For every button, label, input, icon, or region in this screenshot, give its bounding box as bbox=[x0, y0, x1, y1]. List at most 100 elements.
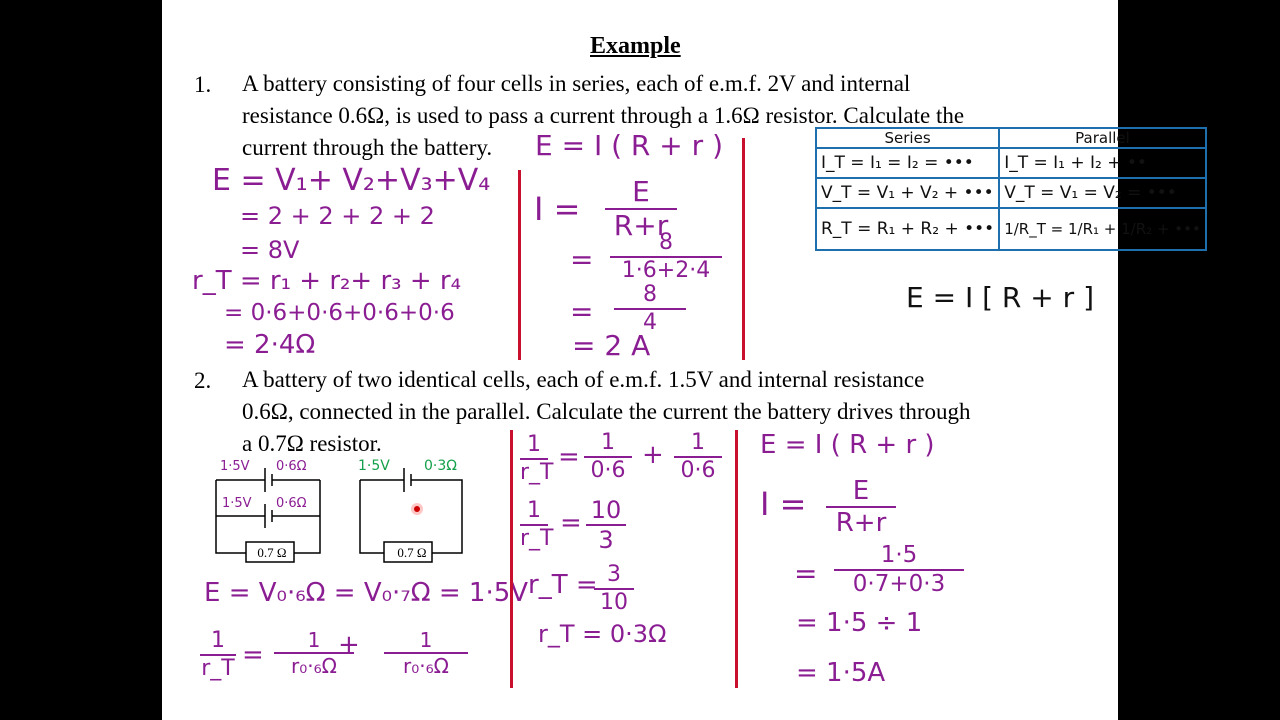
fraction-den: 3 bbox=[598, 526, 614, 554]
table-cell: I_T = I₁ + I₂ + •• bbox=[998, 147, 1207, 179]
question-2-line-2: 0.6Ω, connected in the parallel. Calcula… bbox=[242, 399, 971, 424]
q2-right-equals-1: = bbox=[794, 557, 818, 590]
fraction-bar bbox=[520, 458, 548, 460]
q1-formula: E = I ( R + r ) bbox=[535, 129, 723, 162]
q2-divider-left bbox=[510, 430, 513, 688]
fraction-num: 1·5 bbox=[880, 542, 918, 568]
q1-fraction-3: 8 4 bbox=[614, 284, 686, 334]
fraction-den: r_T bbox=[520, 526, 554, 551]
fraction-bar bbox=[610, 256, 722, 258]
circuit1-r2: 0·6Ω bbox=[276, 496, 307, 511]
fraction-num: 10 bbox=[590, 496, 622, 524]
q2-mid-rt-label: r_T = bbox=[528, 570, 598, 600]
fraction-den: 0·6 bbox=[590, 458, 626, 483]
q2-mid-fraction-4: 3 10 bbox=[594, 564, 634, 614]
q1-fraction-2: 8 1·6+2·4 bbox=[610, 232, 722, 282]
q2-mid-rt-result: r_T = 0·3Ω bbox=[538, 620, 667, 648]
fraction-bar bbox=[274, 652, 354, 654]
fraction-bar bbox=[614, 308, 686, 310]
q1-resistance-result: = 2·4Ω bbox=[224, 330, 316, 360]
question-1-line-2: resistance 0.6Ω, is used to pass a curre… bbox=[242, 103, 965, 128]
q1-resistance-sum: r_T = r₁ + r₂+ r₃ + r₄ bbox=[192, 266, 462, 296]
question-1-line-3: current through the battery. bbox=[242, 135, 493, 160]
fraction-bar bbox=[586, 524, 626, 526]
table-header-row: Series Parallel bbox=[814, 127, 1207, 149]
question-2-line-3: a 0.7Ω resistor. bbox=[242, 431, 382, 456]
table-cell: I_T = I₁ = I₂ = ••• bbox=[814, 147, 1001, 179]
q2-mid-fraction-3: 10 3 bbox=[586, 498, 626, 552]
table-cell: 1/R_T = 1/R₁ + 1/R₂ + ••• bbox=[998, 207, 1207, 251]
question-1-line-1: A battery consisting of four cells in se… bbox=[242, 71, 911, 96]
circuit2-load-label: 0.7 Ω bbox=[397, 545, 427, 560]
fraction-bar bbox=[594, 588, 634, 590]
circuit2-r: 0·3Ω bbox=[424, 458, 457, 474]
q2-right-result: = 1·5A bbox=[796, 658, 886, 688]
q2-mid-equals-1: = bbox=[558, 442, 580, 472]
formula-right: E = I [ R + r ] bbox=[906, 281, 1094, 314]
fraction-num: 1 bbox=[419, 628, 433, 652]
q2-mid-fraction-2: 1 0·6 bbox=[674, 432, 722, 482]
q2-mid-equals-2: = bbox=[560, 508, 582, 538]
circuit1-emf1: 1·5V bbox=[220, 459, 250, 474]
table-header-parallel: Parallel bbox=[998, 127, 1207, 149]
slide-page: Example 1. A battery consisting of four … bbox=[162, 0, 1207, 720]
q2-left-plus: + bbox=[338, 630, 360, 660]
fraction-den: 0·6 bbox=[680, 458, 716, 483]
circuit1-r1: 0·6Ω bbox=[276, 459, 307, 474]
fraction-num: 3 bbox=[607, 562, 621, 587]
parallel-circuit-diagram bbox=[215, 468, 321, 563]
fraction-num: 1 bbox=[691, 430, 705, 455]
q1-fraction-3-den: 4 bbox=[643, 310, 657, 335]
fraction-den: r_T bbox=[520, 460, 554, 485]
q2-divider-right bbox=[735, 430, 738, 688]
q1-equals-2: = bbox=[570, 295, 594, 328]
q2-mid-fraction-1: 1 0·6 bbox=[584, 432, 632, 482]
q1-emf-result: = 8V bbox=[240, 236, 300, 264]
q2-current-label: I = bbox=[760, 485, 807, 523]
question-1-text: A battery consisting of four cells in se… bbox=[242, 68, 964, 164]
q1-emf-sum: E = V₁+ V₂+V₃+V₄ bbox=[212, 163, 491, 198]
q1-fraction-2-den: 1·6+2·4 bbox=[621, 258, 711, 283]
fraction-num: 1 bbox=[527, 432, 541, 457]
table-cell: R_T = R₁ + R₂ + ••• bbox=[814, 207, 1001, 251]
fraction-den: r₀·₆Ω bbox=[291, 654, 337, 678]
q1-divider-right bbox=[742, 138, 745, 360]
table-row: I_T = I₁ = I₂ = ••• I_T = I₁ + I₂ + •• bbox=[814, 147, 1207, 179]
q2-emf-equality: E = V₀·₆Ω = V₀·₇Ω = 1·5V bbox=[204, 578, 529, 608]
q2-left-lhs-fraction: 1 r_T bbox=[200, 630, 236, 680]
fraction-den: r_T bbox=[201, 656, 235, 681]
q1-current-result: = 2 A bbox=[572, 329, 651, 362]
fraction-num: 1 bbox=[211, 628, 225, 653]
fraction-bar bbox=[520, 524, 548, 526]
q2-left-fraction-1: 1 r₀·₆Ω bbox=[274, 630, 354, 676]
question-2-text: A battery of two identical cells, each o… bbox=[242, 364, 971, 460]
fraction-bar bbox=[584, 456, 632, 458]
q2-formula: E = I ( R + r ) bbox=[760, 430, 935, 460]
q2-mid-lhs-fraction-2: 1 r_T bbox=[520, 500, 554, 551]
q1-fraction-1: E R+r bbox=[605, 178, 677, 240]
q1-fraction-1-num: E bbox=[632, 175, 650, 208]
circuit2-emf: 1·5V bbox=[358, 458, 390, 474]
q1-current-label: I = bbox=[534, 190, 581, 228]
table-cell: V_T = V₁ = V₂ = ••• bbox=[998, 177, 1207, 209]
q2-right-fraction-2: 1·5 0·7+0·3 bbox=[834, 544, 964, 596]
fraction-bar bbox=[200, 654, 236, 656]
q2-left-equals: = bbox=[242, 640, 264, 670]
fraction-num: 1 bbox=[307, 628, 321, 652]
question-2-number: 2. bbox=[194, 368, 212, 393]
fraction-den: 0·7+0·3 bbox=[852, 571, 946, 597]
equivalent-circuit-diagram bbox=[359, 468, 463, 563]
cursor-pointer-dot bbox=[411, 503, 423, 515]
fraction-den: 10 bbox=[600, 590, 628, 615]
table-row: V_T = V₁ + V₂ + ••• V_T = V₁ = V₂ = ••• bbox=[814, 177, 1207, 209]
fraction-bar bbox=[384, 652, 468, 654]
q2-right-division: = 1·5 ÷ 1 bbox=[796, 608, 923, 638]
fraction-num: 1 bbox=[601, 430, 615, 455]
q1-fraction-3-num: 8 bbox=[643, 282, 657, 307]
page-title: Example bbox=[590, 33, 681, 59]
q2-mid-lhs-fraction-1: 1 r_T bbox=[520, 432, 554, 485]
question-2-line-1: A battery of two identical cells, each o… bbox=[242, 367, 925, 392]
circuit1-emf2: 1·5V bbox=[222, 496, 252, 511]
q1-emf-values: = 2 + 2 + 2 + 2 bbox=[240, 202, 435, 230]
fraction-bar bbox=[605, 208, 677, 210]
